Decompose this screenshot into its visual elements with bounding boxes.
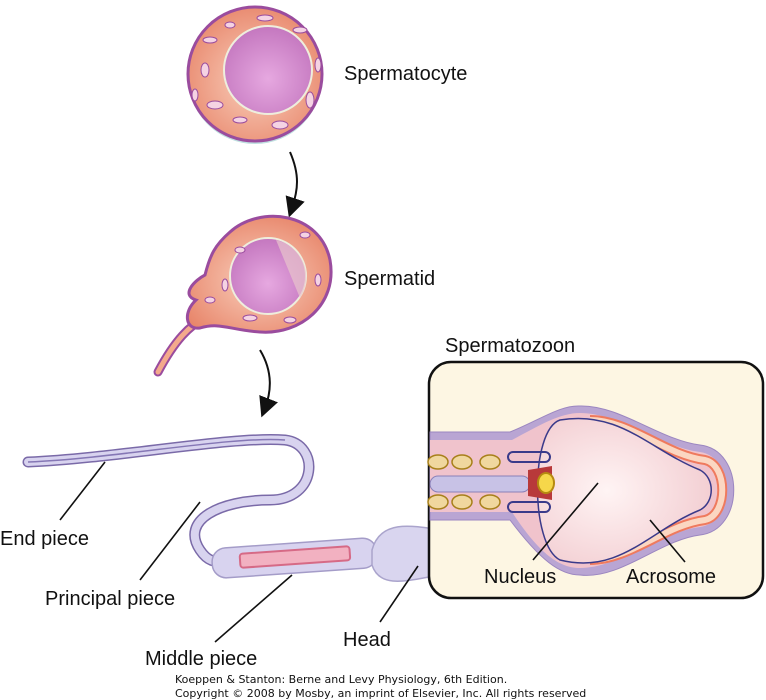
arrow-icon [259, 349, 278, 418]
credit-line-1: Koeppen & Stanton: Berne and Levy Physio… [175, 673, 507, 686]
spermatid-label: Spermatid [344, 268, 435, 290]
arrow-icon [285, 151, 305, 218]
leader-lines [59, 461, 686, 643]
spermatozoon-label: Spermatozoon [445, 335, 575, 357]
spermatozoon-detail-box [427, 360, 765, 600]
acrosome-label: Acrosome [626, 566, 716, 588]
credit-line-2: Copyright © 2008 by Mosby, an imprint of… [175, 687, 586, 700]
spermatocyte-label: Spermatocyte [344, 63, 467, 85]
spermatocyte-cell [186, 5, 324, 144]
nucleus-label: Nucleus [484, 566, 556, 588]
end-piece-label: End piece [0, 528, 89, 550]
middle-piece-label: Middle piece [145, 648, 257, 670]
spermatid-cell [153, 214, 333, 377]
principal-piece-label: Principal piece [45, 588, 175, 610]
head-label: Head [343, 629, 391, 651]
spermatozoon-whole [22, 434, 464, 582]
